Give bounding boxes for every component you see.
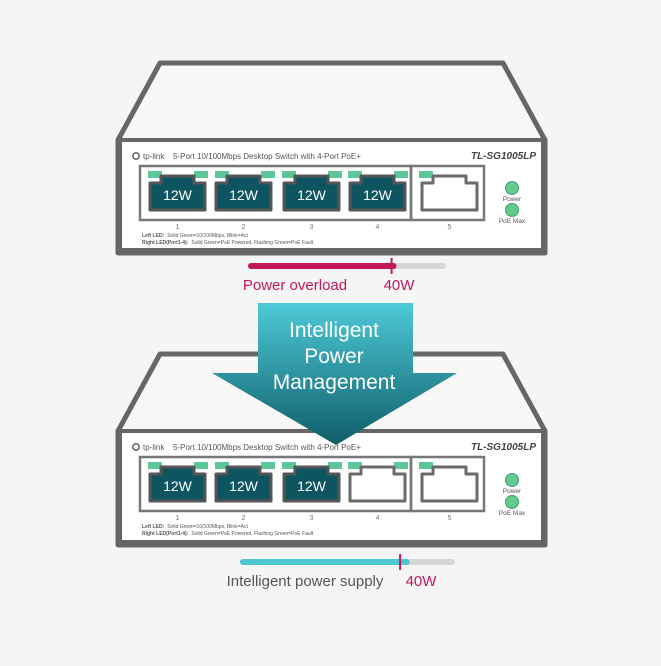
- port-4-watt: 12W: [363, 187, 393, 203]
- meter-intelligent-limit-marker: [399, 554, 402, 570]
- switch-description: 5-Port 10/100Mbps Desktop Switch with 4-…: [173, 152, 361, 161]
- port-3-watt: 12W: [297, 187, 327, 203]
- tp-link-logo: tp-link: [132, 152, 165, 161]
- model-label: TL-SG1005LP: [471, 151, 536, 162]
- port-2-socket: [214, 465, 273, 503]
- meter-intelligent-limit: 40W: [406, 573, 438, 590]
- port-1: 12W 1: [148, 171, 208, 231]
- arrow-shape: [212, 303, 457, 445]
- led-legend-right: Right LED(Port1-4):Solid Green=PoE Power…: [142, 240, 314, 246]
- meter-overload-limit-marker: [390, 258, 393, 274]
- power-led-label: Power: [503, 196, 522, 203]
- power-led-label: Power: [503, 488, 522, 495]
- port-2-number: 2: [242, 224, 246, 231]
- port-3: 12W 3: [282, 462, 342, 522]
- brand-label: tp-link: [143, 152, 165, 161]
- led-legend-left: Left LED:Solid Green=10/100Mbps, Blink=A…: [142, 233, 248, 239]
- port-2-socket: [214, 174, 273, 212]
- port-3-number: 3: [310, 224, 314, 231]
- uplink-port-group: [409, 164, 486, 222]
- port-3-socket: [282, 174, 341, 212]
- switch-bottom: tp-link 5-Port 10/100Mbps Desktop Switch…: [115, 351, 548, 548]
- meter-intelligent-fill: [240, 559, 410, 565]
- switch-description: 5-Port 10/100Mbps Desktop Switch with 4-…: [173, 443, 361, 452]
- port-2-watt: 12W: [229, 187, 259, 203]
- port-5: 5: [419, 462, 479, 522]
- port-5-socket: [420, 465, 479, 503]
- meter-overload: Power overload 40W: [243, 258, 446, 294]
- port-1: 12W 1: [148, 462, 208, 522]
- port-5-number: 5: [448, 224, 452, 231]
- port-2-watt: 12W: [229, 478, 259, 494]
- port-1-socket: [148, 465, 207, 503]
- poe-max-led-label: PoE Max: [499, 218, 526, 225]
- port-4: 12W 4: [348, 171, 408, 231]
- port-5: 5: [419, 171, 479, 231]
- meter-intelligent: Intelligent power supply 40W: [227, 554, 455, 590]
- power-led: [505, 473, 519, 487]
- meter-overload-fill: [248, 263, 397, 269]
- port-3-socket: [282, 465, 341, 503]
- meter-overload-limit: 40W: [384, 277, 416, 294]
- meter-intelligent-label: Intelligent power supply: [227, 573, 384, 590]
- port-2-number: 2: [242, 515, 246, 522]
- meter-overload-label: Power overload: [243, 277, 347, 294]
- port-4-socket: [348, 465, 407, 503]
- uplink-port-group: [409, 455, 486, 513]
- port-1-number: 1: [176, 515, 180, 522]
- port-3-watt: 12W: [297, 478, 327, 494]
- poe-max-led: [505, 203, 519, 217]
- port-5-socket: [420, 174, 479, 212]
- port-4-socket: [348, 174, 407, 212]
- port-3: 12W 3: [282, 171, 342, 231]
- port-1-socket: [148, 174, 207, 212]
- port-4-number: 4: [376, 224, 380, 231]
- port-2: 12W 2: [214, 462, 275, 522]
- poe-max-led-label: PoE Max: [499, 510, 526, 517]
- port-4-number: 4: [376, 515, 380, 522]
- arrow-line-1: Intelligent: [289, 319, 379, 342]
- port-1-number: 1: [176, 224, 180, 231]
- led-legend-right: Right LED(Port1-4):Solid Green=PoE Power…: [142, 531, 314, 537]
- arrow-line-3: Management: [273, 371, 396, 394]
- intelligent-power-arrow: Intelligent Power Management: [212, 303, 457, 445]
- port-5-number: 5: [448, 515, 452, 522]
- switch-top: tp-link 5-Port 10/100Mbps Desktop Switch…: [115, 60, 548, 256]
- tp-link-logo: tp-link: [132, 443, 165, 452]
- power-led: [505, 181, 519, 195]
- brand-label: tp-link: [143, 443, 165, 452]
- led-legend-left: Left LED:Solid Green=10/100Mbps, Blink=A…: [142, 524, 248, 530]
- model-label: TL-SG1005LP: [471, 442, 536, 453]
- poe-max-led: [505, 495, 519, 509]
- port-4: 4: [348, 462, 408, 522]
- port-1-watt: 12W: [163, 478, 193, 494]
- arrow-line-2: Power: [304, 345, 364, 368]
- port-2: 12W 2: [214, 171, 275, 231]
- port-3-number: 3: [310, 515, 314, 522]
- port-1-watt: 12W: [163, 187, 193, 203]
